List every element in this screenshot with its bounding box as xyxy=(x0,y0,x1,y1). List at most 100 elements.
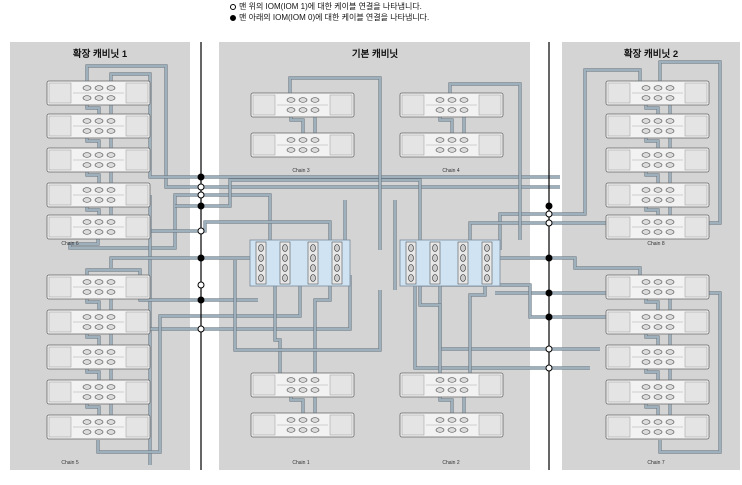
cable xyxy=(289,77,381,250)
sas-port xyxy=(459,137,469,143)
hba-card xyxy=(255,241,267,285)
filled-circle-icon xyxy=(545,202,553,210)
open-circle-icon xyxy=(197,281,205,289)
sas-port xyxy=(435,387,445,393)
sas-port xyxy=(282,254,288,262)
sas-port xyxy=(334,254,340,262)
shelf-bay xyxy=(125,184,149,206)
sas-port xyxy=(298,147,308,153)
sas-port xyxy=(106,95,116,101)
chain-label: Chain 3 xyxy=(292,168,310,174)
sas-port xyxy=(106,359,116,365)
sas-port xyxy=(82,197,92,203)
sas-port xyxy=(460,274,466,282)
sas-port xyxy=(665,419,675,425)
open-circle-icon xyxy=(545,219,553,227)
shelf-bay xyxy=(48,346,72,368)
disk-shelf xyxy=(46,274,151,300)
legend-item-iom0: 맨 아래의 IOM(IOM 0)에 대한 케이블 연결을 나타냅니다. xyxy=(230,12,429,23)
sas-port xyxy=(94,429,104,435)
disk-shelf xyxy=(250,132,355,158)
shelf-bay xyxy=(401,134,425,156)
sas-port xyxy=(282,274,288,282)
shelf-bay xyxy=(401,414,425,436)
shelf-bay xyxy=(607,82,631,104)
sas-port xyxy=(641,229,651,235)
sas-port xyxy=(286,427,296,433)
cabinet-title-right: 확장 캐비닛 2 xyxy=(623,49,679,60)
sas-port xyxy=(641,85,651,91)
sas-port xyxy=(432,264,438,272)
sas-port xyxy=(106,349,116,355)
shelf-bay xyxy=(607,416,631,438)
chain-label: Chain 2 xyxy=(442,460,460,466)
filled-circle-icon xyxy=(197,173,205,181)
disk-shelf xyxy=(250,412,355,438)
disk-shelf xyxy=(605,414,710,440)
sas-port xyxy=(106,289,116,295)
sas-port xyxy=(310,244,316,252)
shelf-bay xyxy=(125,416,149,438)
sas-port xyxy=(665,219,675,225)
sas-port xyxy=(286,387,296,393)
disk-shelf xyxy=(46,309,151,335)
sas-port xyxy=(408,264,414,272)
sas-port xyxy=(484,274,490,282)
cable xyxy=(97,280,301,453)
cable xyxy=(469,61,721,250)
chain-label: Chain 8 xyxy=(647,241,665,247)
chain-label: Chain 5 xyxy=(61,460,79,466)
sas-port xyxy=(665,128,675,134)
sas-port xyxy=(665,384,675,390)
hba-card xyxy=(481,241,493,285)
shelf-bay xyxy=(329,414,353,436)
cable xyxy=(110,257,260,268)
sas-port xyxy=(298,387,308,393)
sas-port xyxy=(94,349,104,355)
disk-shelf xyxy=(46,147,151,173)
sas-port xyxy=(665,394,675,400)
sas-port xyxy=(665,429,675,435)
sas-port xyxy=(641,152,651,158)
sas-port xyxy=(665,152,675,158)
open-circle-icon xyxy=(545,210,553,218)
sas-port xyxy=(82,429,92,435)
disk-shelf xyxy=(250,92,355,118)
sas-port xyxy=(334,244,340,252)
shelf-bay xyxy=(478,414,502,436)
shelf-bay xyxy=(607,311,631,333)
sas-port xyxy=(94,197,104,203)
disk-shelf xyxy=(605,113,710,139)
sas-port xyxy=(82,229,92,235)
disk-shelf xyxy=(46,344,151,370)
sas-port xyxy=(82,162,92,168)
sas-port xyxy=(106,162,116,168)
filled-circle-icon xyxy=(545,254,553,262)
sas-port xyxy=(653,289,663,295)
filled-circle-icon xyxy=(545,313,553,321)
sas-port xyxy=(82,219,92,225)
sas-port xyxy=(94,279,104,285)
sas-port xyxy=(94,229,104,235)
sas-port xyxy=(94,118,104,124)
shelf-bay xyxy=(48,184,72,206)
sas-port xyxy=(82,279,92,285)
sas-port xyxy=(106,85,116,91)
sas-port xyxy=(641,187,651,193)
hba-card xyxy=(279,241,291,285)
open-circle-icon xyxy=(545,345,553,353)
sas-port xyxy=(665,187,675,193)
disk-shelf xyxy=(399,132,504,158)
shelf-bay xyxy=(48,149,72,171)
sas-port xyxy=(653,419,663,425)
shelf-bay xyxy=(48,311,72,333)
disk-shelf xyxy=(605,274,710,300)
sas-port xyxy=(82,152,92,158)
disk-shelf xyxy=(605,379,710,405)
shelf-bay xyxy=(329,374,353,396)
shelf-bay xyxy=(607,381,631,403)
sas-port xyxy=(641,219,651,225)
sas-port xyxy=(665,289,675,295)
cable xyxy=(449,83,521,240)
